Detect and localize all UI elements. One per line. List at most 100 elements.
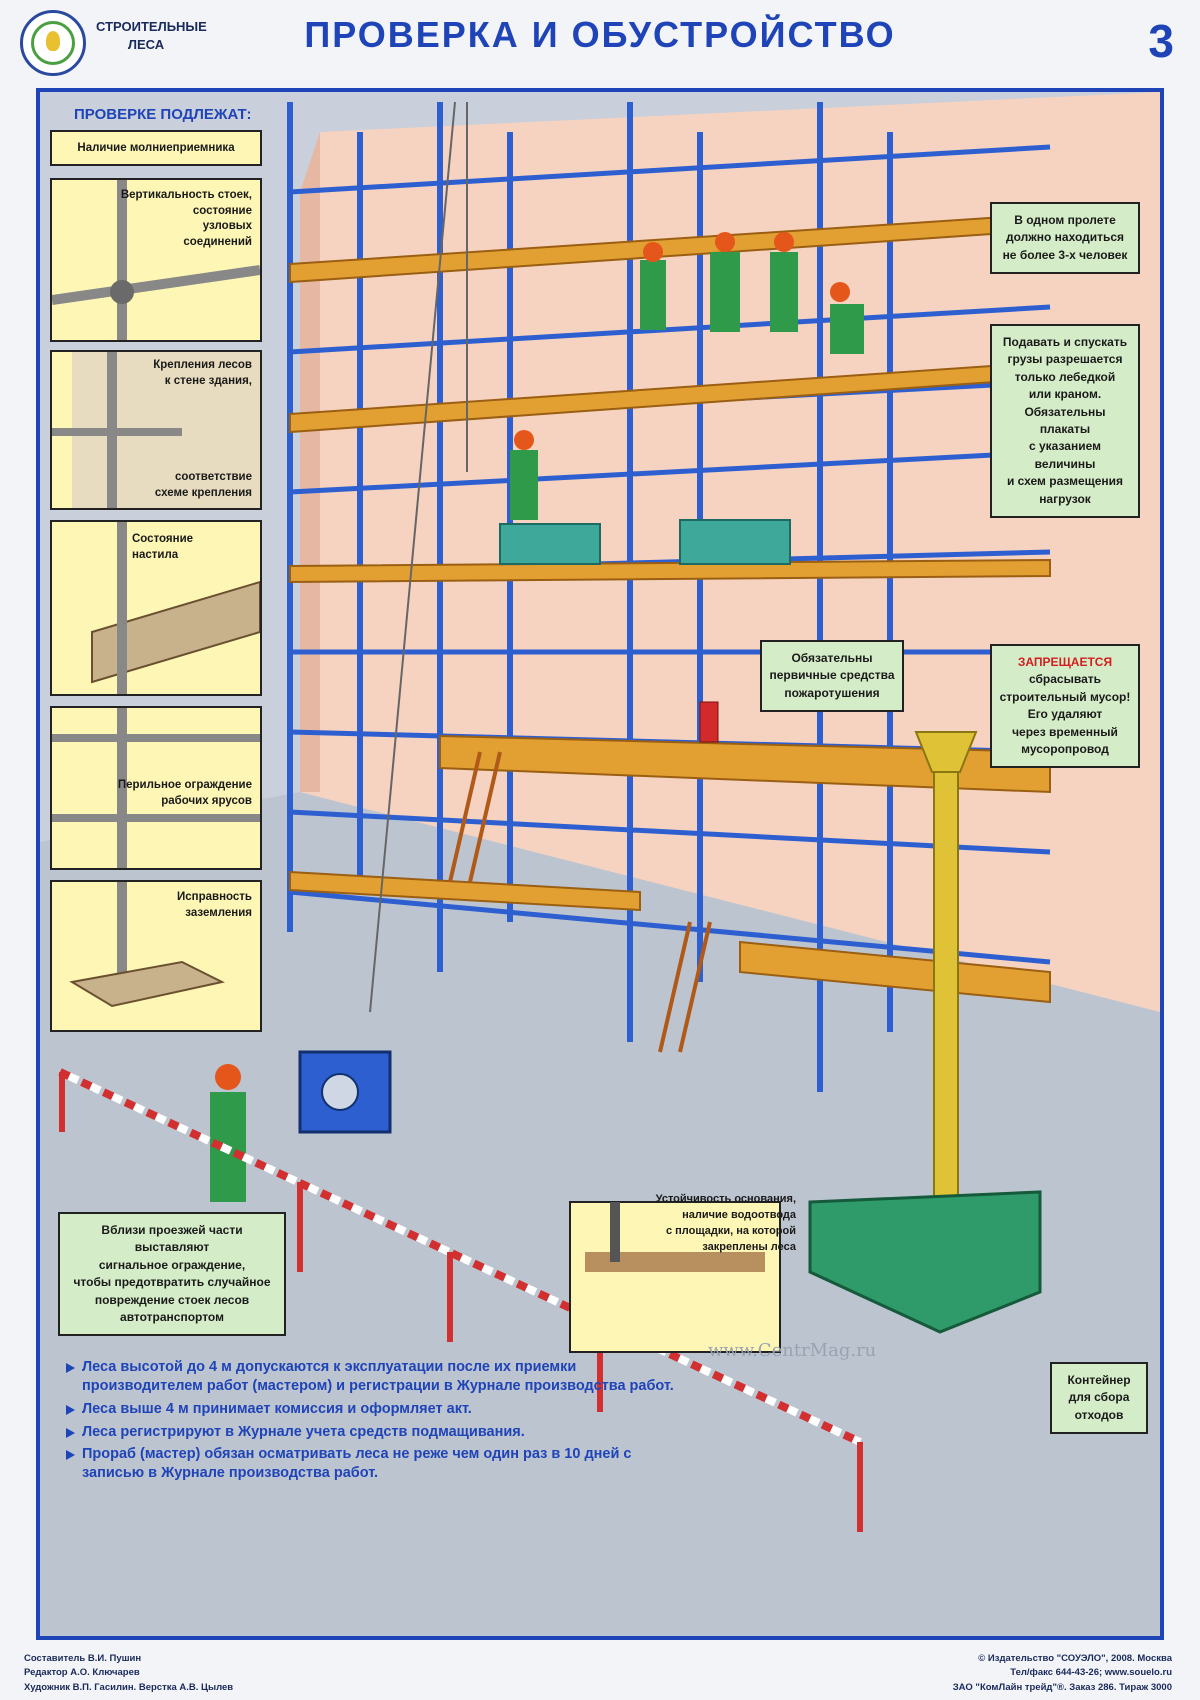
grounding-illustration xyxy=(69,882,225,1008)
debris-line-1: сбрасывать xyxy=(1029,672,1101,687)
debris-line-5: мусоропровод xyxy=(1021,741,1109,756)
loads-line-2: грузы разрешается xyxy=(1007,352,1123,367)
container-line-2: для сбора xyxy=(1068,1390,1130,1405)
inspection-title: ПРОВЕРКЕ ПОДЛЕЖАТ: xyxy=(74,106,252,123)
scaffold-scene xyxy=(40,92,1160,1636)
credit-line-2: Редактор А.О. Ключарев xyxy=(24,1667,140,1679)
callout-base-stability: Устойчивость основания, наличие водоотво… xyxy=(600,1188,800,1260)
inspection-item-lightning-text: Наличие молниеприемника xyxy=(77,142,235,154)
grounding-line-1: Исправность xyxy=(176,891,252,903)
base-line-3: с площадки, на которой xyxy=(665,1224,796,1237)
anchors-line-1: Крепления лесов xyxy=(153,359,252,371)
publisher-logo xyxy=(20,10,86,76)
debris-line-4: через временный xyxy=(1012,724,1118,739)
fire-line-3: пожаротушения xyxy=(784,685,880,700)
base-line-1: Устойчивость основания, xyxy=(655,1193,796,1205)
container-line-3: отходов xyxy=(1074,1407,1124,1422)
anchors-line-2: к стене здания, xyxy=(164,374,252,387)
base-detail-box xyxy=(569,1201,781,1353)
series-line1: СТРОИТЕЛЬНЫЕ xyxy=(96,19,207,34)
loads-line-1: Подавать и спускать xyxy=(1002,335,1128,349)
barrier-line-3: чтобы предотвратить случайное xyxy=(73,1275,271,1290)
fire-line-1: Обязательны xyxy=(791,651,873,665)
footer: Составитель В.И. Пушин Редактор А.О. Клю… xyxy=(0,1644,1200,1700)
credit-line-1: Составитель В.И. Пушин xyxy=(24,1653,142,1664)
scaffold-planks xyxy=(289,212,1051,1004)
container-line-1: Контейнер xyxy=(1067,1373,1131,1387)
inspection-item-grounding: Исправность заземления xyxy=(50,880,262,1032)
callout-debris-prohibited: ЗАПРЕЩАЕТСЯ сбрасывать строительный мусо… xyxy=(990,644,1140,769)
barrier-line-5: автотранспортом xyxy=(120,1309,224,1324)
credit-line-3: Художник В.П. Гасилин. Верстка А.В. Цыле… xyxy=(24,1681,234,1693)
posts-line-4: соединений xyxy=(183,235,252,248)
header: СТРОИТЕЛЬНЫЕ ЛЕСА ПРОВЕРКА И ОБУСТРОЙСТВ… xyxy=(0,0,1200,92)
debris-line-3: Его удаляют xyxy=(1027,707,1103,722)
inspection-item-decking: Состояние настила xyxy=(50,520,262,696)
publisher-line-1: © Издательство "СОУЭЛО", 2008. Москва xyxy=(978,1653,1172,1664)
railing-illustration xyxy=(52,708,260,868)
footer-publisher: © Издательство "СОУЭЛО", 2008. Москва Те… xyxy=(953,1652,1172,1695)
ladders xyxy=(448,751,712,1053)
barrier-line-2: сигнальное ограждение, xyxy=(98,1257,246,1272)
series-line2: ЛЕСА xyxy=(127,36,165,52)
winch-icon xyxy=(298,1050,392,1134)
footer-credits: Составитель В.И. Пушин Редактор А.О. Клю… xyxy=(24,1652,233,1695)
anchor-wall-illustration xyxy=(52,352,260,508)
callout-loads: Подавать и спускать грузы разрешается то… xyxy=(990,324,1140,518)
fire-extinguisher-icon xyxy=(699,701,719,743)
fire-line-2: первичные средства xyxy=(769,668,895,683)
debris-line-2: строительный мусор! xyxy=(999,689,1131,704)
railing-line-1: Перильное ограждение xyxy=(117,779,252,791)
callout-signal-barrier: Вблизи проезжей части выставляют сигналь… xyxy=(58,1212,286,1337)
posts-joint-illustration xyxy=(51,180,261,340)
inspection-item-railing: Перильное ограждение рабочих ярусов xyxy=(50,706,262,870)
persons-line-2: должно находиться xyxy=(1005,230,1125,245)
loads-line-4: или краном. xyxy=(1028,387,1102,402)
publisher-line-3: ЗАО "КомЛайн трейд"®. Заказ 286. Тираж 3… xyxy=(952,1681,1172,1693)
railing-line-2: рабочих ярусов xyxy=(161,794,252,807)
poster-frame: ПРОВЕРКЕ ПОДЛЕЖАТ: Наличие молниеприемни… xyxy=(36,88,1164,1640)
loads-line-8: нагрузок xyxy=(1039,491,1091,506)
watermark: www.CentrMag.ru xyxy=(708,1340,877,1361)
loads-line-6: с указанием величины xyxy=(1028,439,1101,471)
loads-line-5: Обязательны плакаты xyxy=(1024,404,1106,436)
inspection-item-lightning: Наличие молниеприемника xyxy=(50,130,262,166)
hoist-rope xyxy=(369,101,456,1013)
rule-item: Леса регистрируют в Журнале учета средст… xyxy=(64,1423,684,1442)
page-number: 3 xyxy=(1148,15,1174,67)
page-title: ПРОВЕРКА И ОБУСТРОЙСТВО xyxy=(304,14,896,55)
decking-line-1: Состояние xyxy=(132,533,194,545)
callout-fire-extinguishers: Обязательны первичные средства пожаротуш… xyxy=(760,640,904,713)
barrier-line-4: повреждение стоек лесов xyxy=(94,1292,250,1307)
callout-persons-per-span: В одном пролете должно находиться не бол… xyxy=(990,202,1140,275)
loads-line-3: только лебедкой xyxy=(1014,369,1116,384)
base-line-4: закреплены леса xyxy=(702,1240,796,1253)
inspection-item-posts: Вертикальность стоек, состояние узловых … xyxy=(50,178,262,342)
debris-chute xyxy=(914,731,978,1203)
callout-waste-container: Контейнер для сбора отходов xyxy=(1050,1362,1148,1435)
publisher-line-2: Тел/факс 644-43-26; www.souelo.ru xyxy=(1010,1667,1172,1679)
waste-container xyxy=(808,1190,1042,1334)
inspection-item-anchors: Крепления лесов к стене здания, соответс… xyxy=(50,350,262,510)
grounding-line-2: заземления xyxy=(185,906,252,919)
rule-item: Прораб (мастер) обязан осматривать леса … xyxy=(64,1445,684,1483)
persons-line-3: не более 3-х человек xyxy=(1002,247,1128,262)
rule-item: Леса выше 4 м принимает комиссия и оформ… xyxy=(64,1400,684,1419)
worker-crane xyxy=(510,430,538,520)
debris-warning: ЗАПРЕЩАЕТСЯ xyxy=(1017,655,1113,669)
anchors-line-4: схеме крепления xyxy=(154,486,252,499)
workers-upper xyxy=(640,232,864,354)
logo-ring-icon xyxy=(31,21,75,65)
logo-drop-icon xyxy=(46,31,60,51)
persons-line-1: В одном пролете xyxy=(1014,213,1116,227)
base-line-2: наличие водоотвода xyxy=(682,1208,796,1221)
anchors-line-3: соответствие xyxy=(175,471,252,483)
series-label: СТРОИТЕЛЬНЫЕ ЛЕСА xyxy=(96,18,207,53)
barrier-line-1: Вблизи проезжей части выставляют xyxy=(101,1223,243,1255)
posts-line-1: Вертикальность стоек, xyxy=(120,189,252,201)
posts-line-2: состояние xyxy=(192,204,252,217)
cargo-crates xyxy=(499,519,791,565)
rule-item: Леса высотой до 4 м допускаются к эксплу… xyxy=(64,1358,684,1396)
rules-list: Леса высотой до 4 м допускаются к эксплу… xyxy=(64,1358,684,1487)
posts-line-3: узловых xyxy=(202,220,252,233)
